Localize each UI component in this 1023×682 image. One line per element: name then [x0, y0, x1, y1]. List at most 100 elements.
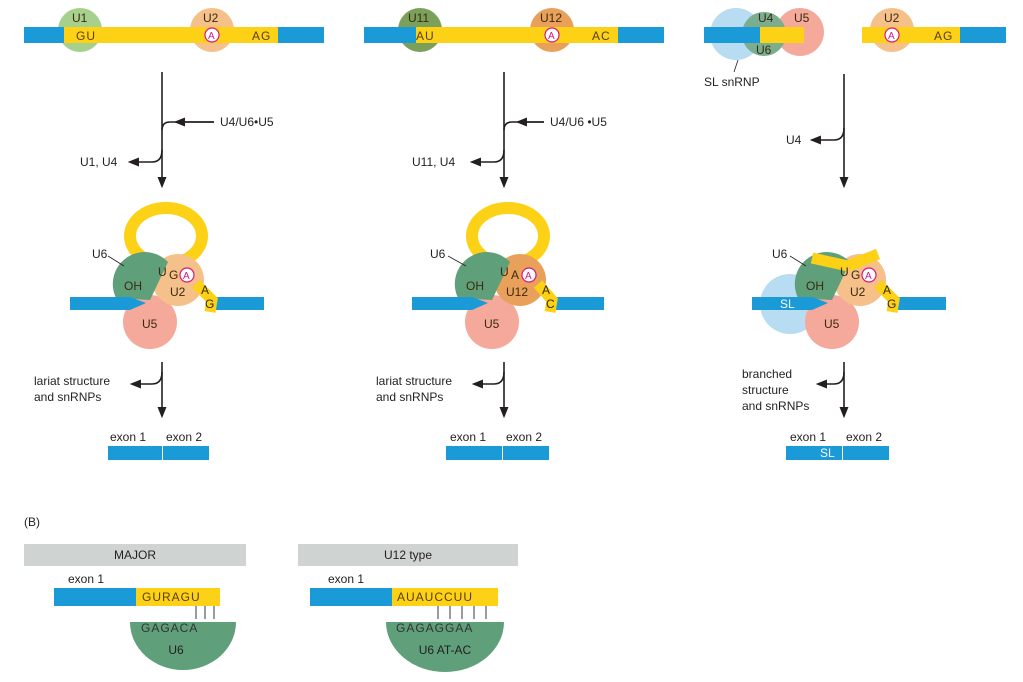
g2-label: G — [887, 297, 896, 311]
release-branch — [129, 371, 163, 389]
branch-a-label: A — [548, 31, 555, 42]
branch-a-label: A — [208, 31, 215, 42]
exon-right — [960, 27, 1006, 43]
branch-a-marker — [884, 27, 900, 43]
g2-label: G — [205, 297, 214, 311]
five-site-bar — [136, 588, 220, 606]
u6-label: U6 — [168, 643, 184, 657]
intron-tail — [192, 280, 218, 313]
u12-pairing: U12 type exon 1 AUAUCCUU GAGAGGAA U6 AT-… — [298, 544, 518, 672]
a2-label: A — [542, 283, 550, 297]
a2-label: A — [201, 283, 209, 297]
release-line2: structure — [742, 383, 789, 397]
exon1-bar — [310, 588, 392, 606]
u4-label: U4 — [758, 11, 774, 25]
mrna-exon2 — [503, 446, 549, 460]
u2-label: U2 — [203, 11, 219, 25]
exon1-bound — [70, 297, 130, 310]
u6-leader — [789, 255, 807, 267]
u6-snrnp — [112, 252, 168, 300]
oh-label: OH — [806, 279, 824, 293]
mrna-exon1 — [446, 446, 502, 460]
u5-label: U5 — [142, 317, 158, 331]
u11-label: U11 — [408, 11, 429, 25]
sl-leader — [733, 59, 739, 73]
exon2-label: exon 2 — [846, 430, 882, 444]
branch-a-marker — [204, 27, 220, 43]
sl-exon-tip — [812, 297, 828, 310]
exon-right — [618, 27, 664, 43]
sl-snrnp-label: SL snRNP — [704, 75, 760, 89]
major-header-bar — [24, 544, 246, 566]
u6-atac-snrna — [386, 622, 504, 672]
leave-label: U11, U4 — [412, 155, 455, 169]
exon2-label: exon 2 — [166, 430, 202, 444]
leave-arrow — [469, 149, 505, 167]
a2-label: A — [883, 283, 891, 297]
exon2-label: exon 2 — [506, 430, 542, 444]
g-label: G — [851, 268, 860, 282]
sl-exon-bound — [752, 297, 812, 310]
exon1-label: exon 1 — [328, 572, 364, 586]
three-site-label: AG — [252, 29, 271, 43]
exon1-label: exon 1 — [110, 430, 146, 444]
u5-label: U5 — [484, 317, 500, 331]
trans-column: U4 U5 U6 SL snRNP U2 A AG U4 U6 SL OH U … — [704, 8, 1006, 460]
u12-header: U12 type — [384, 548, 432, 562]
release-line1: lariat structure — [34, 374, 110, 388]
branch-a-active-label: A — [525, 271, 532, 282]
release-branch — [815, 371, 845, 389]
ug-label: U — [840, 265, 849, 279]
leave-arrow — [809, 127, 845, 145]
exon2-bound — [216, 297, 264, 310]
u2b-label: U2 — [850, 285, 866, 299]
a-label: A — [511, 268, 519, 282]
u6-snrna — [130, 622, 236, 670]
branch-a-label: A — [888, 31, 895, 42]
sl-label: SL — [780, 297, 795, 311]
u1-label: U1 — [72, 11, 88, 25]
mrna-exon1 — [108, 446, 162, 460]
u6-snrnp — [454, 252, 510, 300]
u6-leader — [447, 255, 467, 267]
panel-b-label: (B) — [24, 515, 40, 529]
five-site-seq: AUAUCCUU — [397, 590, 473, 604]
leave-label: U4 — [786, 133, 802, 147]
three-site-label: AG — [934, 29, 953, 43]
release-line2: and snRNPs — [34, 390, 101, 404]
exon1-tip — [130, 297, 146, 310]
u6-leader — [107, 255, 125, 267]
exon-right — [278, 27, 324, 43]
exon1-label: exon 1 — [68, 572, 104, 586]
u2b-label: U2 — [170, 285, 186, 299]
exon2-bound — [556, 297, 604, 310]
branch-a-marker — [544, 27, 560, 43]
branch-a-active-label: A — [865, 271, 872, 282]
base-pair-lines — [437, 606, 487, 619]
u5b-label: U5 — [824, 317, 840, 331]
major-pairing: MAJOR exon 1 GURAGU GAGACA U6 — [24, 544, 246, 670]
g-label: G — [169, 268, 178, 282]
oh-label: OH — [466, 279, 484, 293]
minor-column: U11 U12 AU AC A U4/U6 •U5 U11, U4 U6 OH … — [364, 8, 664, 460]
u5-snrnp — [465, 295, 519, 349]
intron-arc — [810, 248, 881, 272]
three-site-label: AC — [592, 29, 611, 43]
leave-arrow — [127, 149, 163, 167]
sl-exon — [704, 27, 760, 43]
exon1-label: exon 1 — [450, 430, 486, 444]
ug-label: U — [158, 265, 167, 279]
five-site-label: AU — [416, 29, 435, 43]
branch-a-active — [521, 267, 537, 283]
pairing-seq: GAGACA — [141, 621, 198, 635]
major-column: U1 U2 GU AG A U4/U6•U5 U1, U4 U6 OH U G … — [24, 8, 324, 460]
release-line1: lariat structure — [376, 374, 452, 388]
u5-snrnp-active — [805, 295, 859, 349]
sl-intron — [760, 27, 804, 43]
pairing-seq: GAGAGGAA — [396, 621, 473, 635]
u5-label: U5 — [794, 11, 810, 25]
c2-label: C — [546, 297, 555, 311]
u12-header-bar — [298, 544, 518, 566]
mrna-exon2 — [843, 446, 889, 460]
